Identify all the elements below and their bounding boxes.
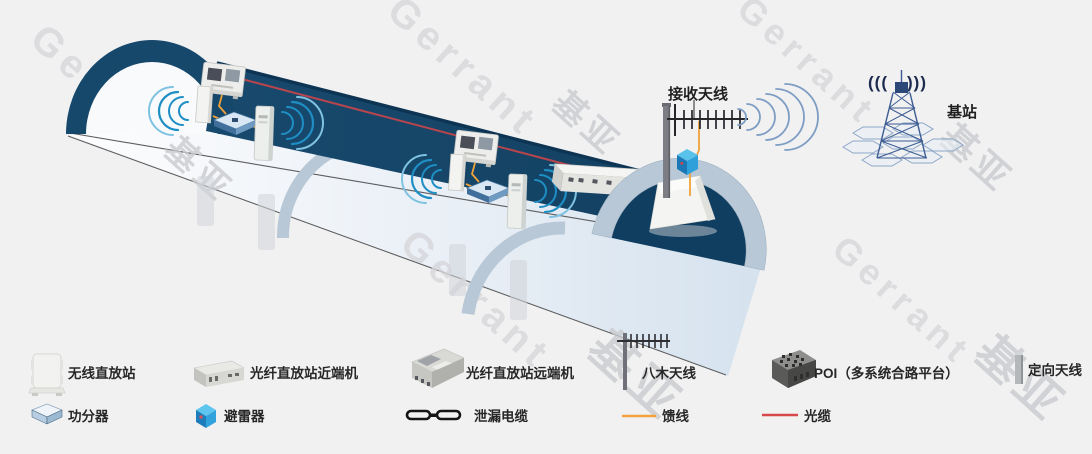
legend-label: 泄漏电缆 bbox=[474, 408, 528, 424]
base-station-label: 基站 bbox=[946, 103, 977, 121]
ground-line-front bbox=[67, 135, 727, 376]
legend-item-wireless-repeater: 无线直放站 bbox=[28, 353, 136, 396]
radiate-left: ((( bbox=[868, 73, 888, 92]
legend-label: 功分器 bbox=[68, 409, 109, 424]
legend-label: 八木天线 bbox=[641, 365, 696, 381]
legend-item-directional-antenna: 定向天线 bbox=[1014, 352, 1082, 384]
legend-item-fiber-repeater-near-end: 光纤直放站近端机 bbox=[193, 360, 358, 387]
leaky-cable-icon bbox=[405, 409, 462, 421]
legend-item-feeder-line: 馈线 bbox=[622, 408, 690, 424]
yagi-antenna-legend-icon bbox=[617, 333, 670, 390]
legend-label: 馈线 bbox=[662, 408, 690, 424]
receiving-antenna-label: 接收天线 bbox=[668, 85, 728, 103]
mast-cap bbox=[662, 103, 671, 107]
legend-label: 定向天线 bbox=[1028, 362, 1082, 378]
tunnel-ring-2 bbox=[461, 221, 566, 315]
legend-label: 避雷器 bbox=[224, 408, 265, 424]
wireless-repeater-icon bbox=[28, 353, 66, 396]
outdoor-wave-icon bbox=[737, 83, 819, 151]
power-splitter-legend-icon bbox=[30, 403, 64, 425]
legend: 无线直放站 光纤直放站近端机 bbox=[28, 333, 1082, 428]
poi-icon bbox=[772, 350, 816, 388]
entrance-arch bbox=[66, 40, 238, 134]
legend-item-fiber-repeater-remote-end: 光纤直放站远端机 bbox=[411, 348, 574, 388]
legend-label: 无线直放站 bbox=[67, 365, 136, 381]
radiate-right: ))) bbox=[907, 73, 927, 92]
legend-label: 光纤直放站近端机 bbox=[249, 365, 358, 381]
legend-item-poi-platform: POI（多系统合路平台） bbox=[772, 350, 959, 388]
base-station: ((( ))) 基站 bbox=[842, 70, 977, 167]
legend-item-leaky-cable: 泄漏电缆 bbox=[405, 408, 528, 424]
pillar-reflections bbox=[197, 176, 527, 320]
receiving-antenna-assembly: 接收天线 bbox=[662, 83, 819, 198]
legend-label: 光纤直放站远端机 bbox=[465, 365, 574, 381]
mast-pole bbox=[663, 106, 670, 198]
tower-icon bbox=[876, 70, 928, 159]
legend-item-power-splitter: 功分器 bbox=[30, 403, 109, 425]
legend-item-optical-cable: 光缆 bbox=[762, 408, 832, 424]
legend-label: 光缆 bbox=[803, 408, 832, 424]
tunnel-crown-edge bbox=[216, 61, 704, 189]
fiber-repeater-remote-end-icon bbox=[411, 348, 465, 388]
legend-label: POI（多系统合路平台） bbox=[814, 365, 959, 381]
directional-antenna-legend-icon bbox=[1014, 352, 1023, 384]
legend-item-lightning-arrester: 避雷器 bbox=[196, 404, 265, 428]
lightning-arrester-legend-icon bbox=[196, 404, 216, 428]
lightning-arrester-icon bbox=[677, 149, 698, 175]
yagi-antenna-icon bbox=[667, 100, 748, 136]
fiber-repeater-near-end-icon bbox=[193, 360, 245, 387]
legend-item-yagi-antenna: 八木天线 bbox=[617, 333, 696, 390]
tower-top bbox=[895, 82, 908, 93]
tunnel-ring-1 bbox=[276, 147, 334, 239]
mast-shade bbox=[668, 106, 671, 198]
